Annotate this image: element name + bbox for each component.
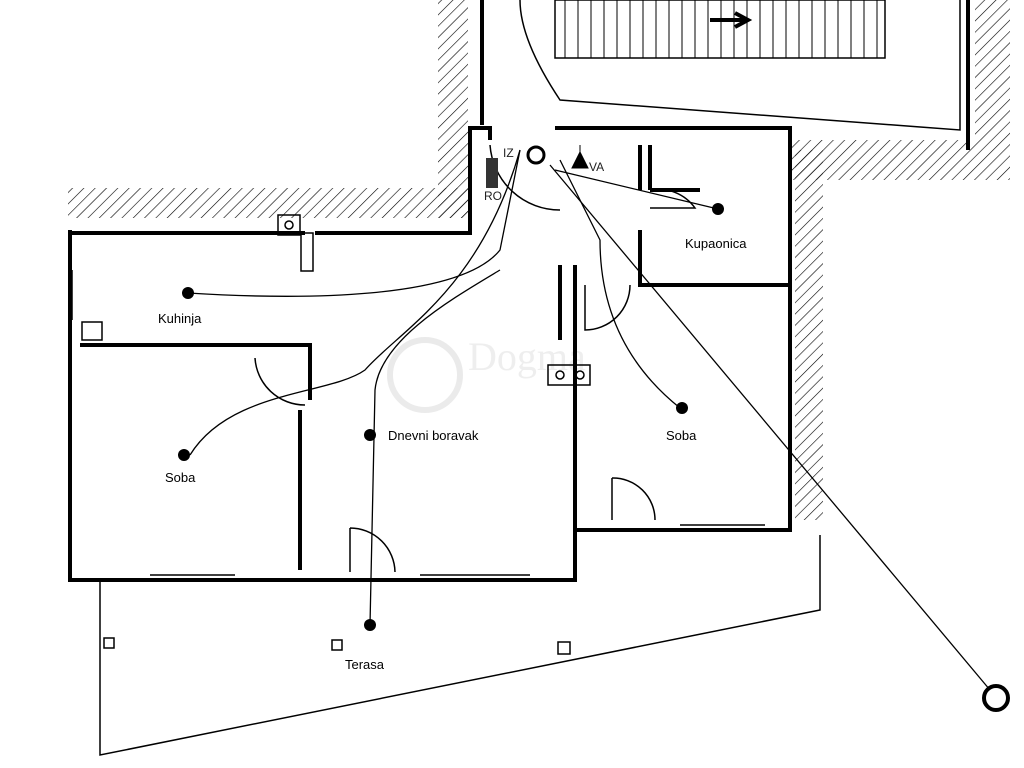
watermark-text: Dogma — [468, 334, 586, 379]
staircase — [480, 0, 970, 150]
wiring — [187, 149, 991, 691]
room-label-bathroom: Kupaonica — [685, 236, 747, 251]
hatched-walls — [68, 0, 1010, 520]
room-points — [178, 203, 724, 631]
fixture-label-va: VA — [589, 160, 604, 174]
room-label-bedroom-left: Soba — [165, 470, 196, 485]
walls — [68, 126, 821, 756]
fixture-label-ro: RO — [484, 189, 502, 203]
fixtures — [81, 145, 1010, 712]
external-connection-icon — [982, 684, 1010, 712]
outlet-va-icon — [571, 145, 589, 169]
fixture-label-iz: IZ — [503, 146, 514, 160]
antenna-outlet-icon — [526, 145, 546, 165]
room-label-terrace: Terasa — [345, 657, 385, 672]
room-label-living-room: Dnevni boravak — [388, 428, 479, 443]
room-label-bedroom-right: Soba — [666, 428, 697, 443]
room-label-kitchen: Kuhinja — [158, 311, 202, 326]
watermark-logo: Dogma — [387, 334, 586, 413]
